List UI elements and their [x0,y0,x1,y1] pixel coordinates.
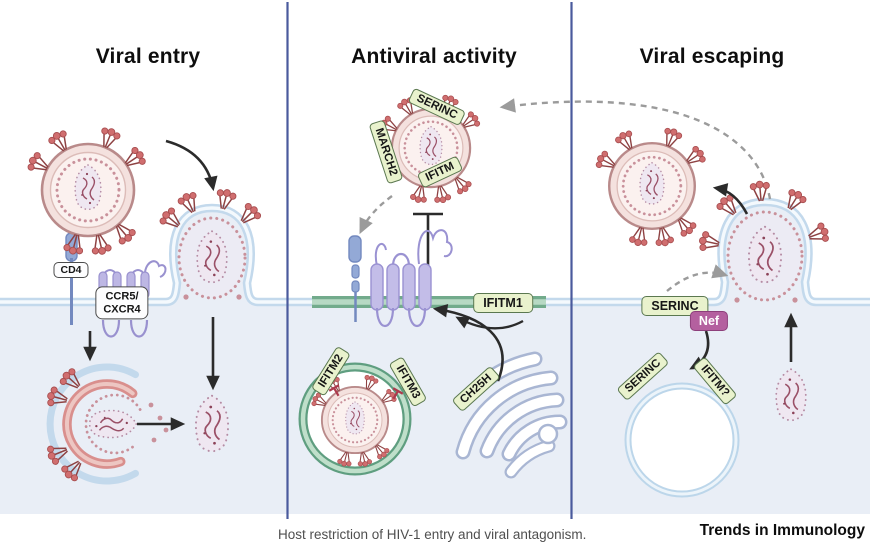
panel-title-viral-entry: Viral entry [95,45,201,68]
coreceptor-label-line2: CXCR4 [103,303,141,315]
entry-arrow [165,139,218,192]
panel-dividers [286,2,573,519]
panel-title-antiviral-activity: Antiviral activity [351,45,517,68]
budding-virion-right [696,179,832,303]
ch25h-to-membrane-arrows [432,304,524,382]
nef-tag: Nef [689,311,729,331]
long-dashed-escape-arrow [499,98,772,200]
serinc-exclusion-dashed-arrow [666,264,729,292]
coreceptor-ccr5-cxcr4-middle [370,229,453,328]
golgi-apparatus [455,351,568,479]
journal-name: Trends in Immunology [699,522,865,539]
coreceptor-label-line1: CCR5/ [105,290,139,303]
inhibition-t-red-left [328,384,340,397]
hiv-virion-free-right [594,126,708,248]
figure-caption: Host restriction of HIV-1 entry and vira… [278,527,587,542]
inhibition-t-red-right [392,387,404,400]
ifitm1-tag: IFITM1 [473,293,533,313]
release-arrow-right [712,183,749,215]
cd4-label: CD4 [53,262,89,278]
internalization-vesicle [624,382,740,498]
antagonism-dashed-arrow-virion-to-cd4 [359,195,393,235]
endosome-ifitm [298,362,412,476]
cd4-receptor-middle [348,235,362,322]
coreceptor-label: CCR5/ CXCR4 [95,286,149,320]
membrane-fusion-event [44,363,169,485]
capsid-release-arrow [137,317,220,431]
hiv-virion-free-left [25,125,148,256]
budding-virion-left [156,186,264,300]
panel-title-viral-escaping: Viral escaping [639,45,785,68]
